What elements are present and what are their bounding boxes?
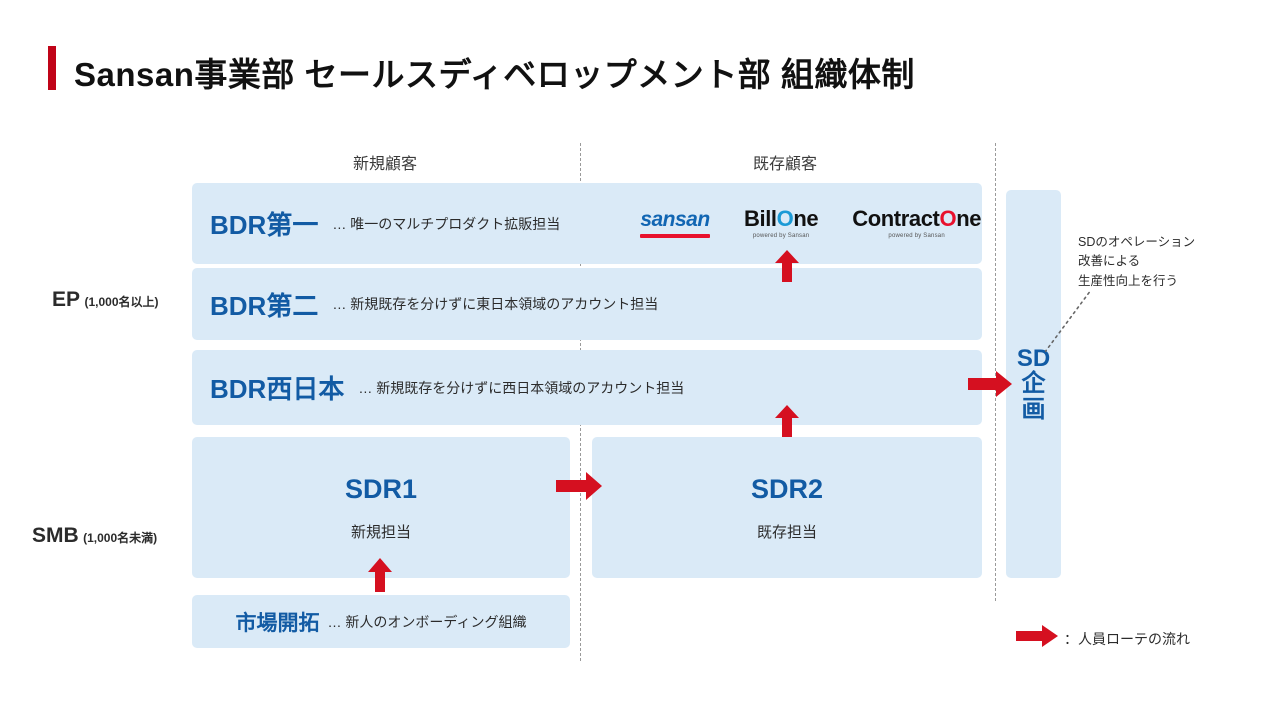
legend: ：人員ローテの流れ — [1016, 625, 1190, 652]
annotation-line-2: 改善による — [1078, 254, 1141, 269]
sansan-logo-text: sansan — [640, 207, 710, 231]
bill-one-logo-text: BillOne — [744, 205, 819, 231]
org-box-bdr2[interactable]: BDR第二 … 新規既存を分けずに東日本領域のアカウント担当 — [192, 268, 982, 340]
org-box-bdr-west-desc: … 新規既存を分けずに西日本領域のアカウント担当 — [358, 379, 685, 396]
segment-smb-name: SMB — [32, 524, 79, 547]
bill-one-logo: BillOne powered by Sansan — [744, 205, 819, 239]
sd-line-2: 企 — [1021, 370, 1046, 398]
org-box-bdr-west[interactable]: BDR西日本 … 新規既存を分けずに西日本領域のアカウント担当 — [192, 350, 982, 425]
legend-label: ：人員ローテの流れ — [1064, 630, 1190, 647]
annotation-leader-line — [1045, 290, 1091, 352]
legend-arrow-icon — [1016, 625, 1058, 652]
arrow-up-icon-bdr1 — [775, 250, 799, 282]
column-header-new-customer: 新規顧客 — [352, 156, 417, 173]
org-box-sdr1-desc: 新規担当 — [350, 523, 411, 541]
column-header-existing-customer: 既存顧客 — [752, 156, 817, 173]
annotation-line-1: SDのオペレーション — [1078, 235, 1196, 249]
title-accent-bar — [48, 46, 56, 90]
segment-ep-note: (1,000名以上) — [84, 295, 159, 309]
org-box-sd-planning[interactable]: SD 企 画 — [1006, 190, 1061, 578]
org-box-market-development-desc: … 新人のオンボーディング組織 — [327, 613, 527, 630]
org-box-bdr-west-title: BDR西日本 — [210, 374, 345, 404]
org-box-bdr1-title: BDR第一 — [210, 210, 319, 240]
arrow-up-icon-bdr-west — [775, 405, 799, 437]
annotation-sd-planning: SDのオペレーション 改善による 生産性向上を行う — [1078, 233, 1195, 291]
contract-one-logo-text: ContractOne — [852, 205, 982, 231]
sd-line-1: SD — [1016, 345, 1051, 373]
segment-ep-name: EP — [52, 288, 81, 311]
contract-one-logo-sub: powered by Sansan — [888, 232, 945, 239]
segment-smb-note: (1,000名未満) — [83, 531, 158, 545]
product-logo-group: sansan BillOne powered by Sansan Contrac… — [640, 200, 981, 246]
sansan-logo-underline — [640, 233, 710, 238]
org-box-bdr2-desc: … 新規既存を分けずに東日本領域のアカウント担当 — [332, 296, 659, 312]
contract-one-logo: ContractOne powered by Sansan — [852, 205, 982, 239]
org-box-market-development[interactable]: 市場開拓 … 新人のオンボーディング組織 — [192, 595, 570, 648]
org-box-market-development-title: 市場開拓 — [235, 611, 320, 635]
org-box-sdr2-desc: 既存担当 — [756, 523, 817, 541]
bill-one-logo-sub: powered by Sansan — [752, 232, 810, 239]
page-title: Sansan事業部 セールスディベロップメント部 組織体制 — [74, 56, 915, 93]
org-box-sdr2-title: SDR2 — [750, 473, 824, 504]
arrow-right-icon-to-sd-planning — [968, 371, 1012, 397]
segment-label-ep: EP (1,000名以上) — [52, 288, 159, 312]
annotation-line-3: 生産性向上を行う — [1078, 273, 1179, 288]
divider-sd-column — [995, 143, 996, 601]
sd-line-3: 画 — [1021, 395, 1046, 423]
org-box-sd-planning-label: SD 企 画 — [1017, 346, 1050, 422]
sansan-logo: sansan — [640, 209, 710, 238]
org-box-bdr2-title: BDR第二 — [210, 290, 319, 321]
segment-label-smb: SMB (1,000名未満) — [32, 524, 157, 548]
arrow-right-icon-sdr1-to-sdr2 — [556, 472, 602, 500]
arrow-up-icon-market-to-sdr1 — [368, 558, 392, 592]
org-box-sdr1[interactable]: SDR1 新規担当 — [192, 437, 570, 578]
org-box-sdr1-title: SDR1 — [344, 473, 418, 504]
org-box-sdr2[interactable]: SDR2 既存担当 — [592, 437, 982, 578]
org-box-bdr1-desc: … 唯一のマルチプロダクト拡販担当 — [332, 215, 561, 232]
org-box-bdr1[interactable]: BDR第一 … 唯一のマルチプロダクト拡販担当 — [192, 183, 982, 264]
